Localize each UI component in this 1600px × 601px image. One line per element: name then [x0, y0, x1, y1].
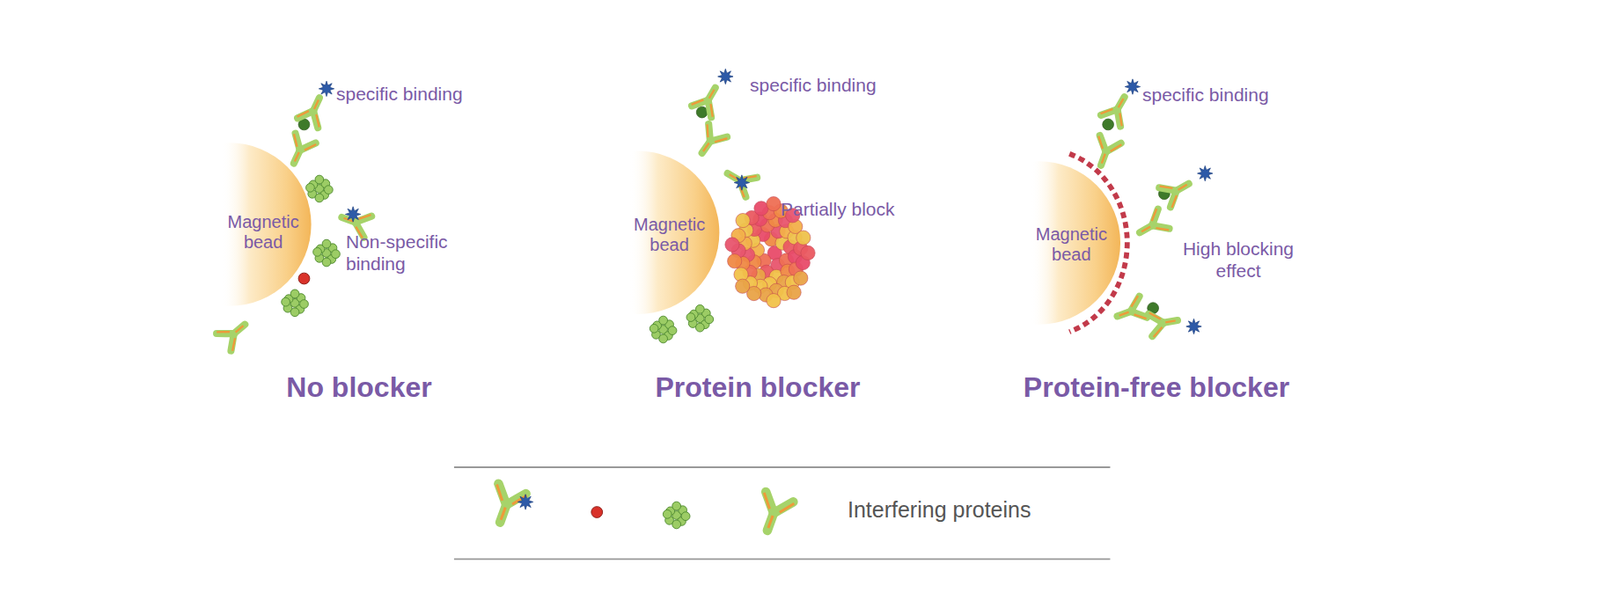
- bead-label: Magnetic bead: [1028, 224, 1114, 265]
- label-star: [1124, 79, 1140, 95]
- panel-title: Protein blocker: [655, 371, 861, 404]
- magnetic-bead: Magnetic bead: [1025, 222, 1117, 267]
- interfering-protein: [686, 304, 714, 332]
- label-star: [318, 80, 334, 96]
- interfering-protein: [281, 289, 309, 317]
- magnetic-bead-shape: [957, 161, 1122, 325]
- antibody: [721, 162, 758, 199]
- label-star: [517, 494, 533, 510]
- antibody: [1159, 173, 1196, 209]
- magnetic-bead: Magnetic bead: [623, 212, 716, 257]
- antigen: [1102, 118, 1115, 131]
- legend-rule: [454, 466, 1110, 469]
- antibody: [691, 123, 728, 161]
- antibody: [690, 81, 727, 118]
- antigen: [696, 106, 708, 118]
- non-specific-label: Non-specific binding: [345, 230, 461, 275]
- antibody: [1089, 135, 1123, 170]
- interfering-protein: [591, 506, 603, 519]
- legend-text: Interfering proteins: [847, 497, 1031, 523]
- antibody: [215, 315, 253, 352]
- legend-rule: [454, 557, 1110, 560]
- magnetic-bead-shape: [556, 151, 720, 316]
- antibody: [1133, 208, 1170, 244]
- interfering-protein: [298, 272, 310, 285]
- antibody: [1100, 90, 1136, 127]
- interfering-protein: [649, 315, 677, 344]
- label-star: [733, 175, 749, 191]
- magnetic-bead: Magnetic bead: [217, 210, 309, 255]
- interfering-protein: [306, 175, 334, 203]
- panel-title: No blocker: [286, 371, 432, 404]
- antibody: [752, 491, 795, 536]
- label-star: [344, 206, 360, 222]
- specific-binding-label: specific binding: [1142, 83, 1270, 106]
- bead-label: Magnetic bead: [220, 212, 306, 253]
- antibody: [1113, 295, 1148, 329]
- label-star: [1197, 165, 1213, 181]
- interfering-protein: [313, 239, 341, 267]
- antibody: [282, 132, 316, 169]
- label-star: [718, 68, 734, 84]
- magnetic-bead-shape: [147, 142, 312, 307]
- label-star: [1186, 318, 1202, 334]
- specific-binding-label: specific binding: [336, 82, 463, 105]
- partial-block-label: Partially block: [780, 198, 896, 221]
- panel-title: Protein-free blocker: [1023, 371, 1290, 404]
- antibody: [1148, 308, 1181, 338]
- high-blocking-label: High blocking effect: [1163, 237, 1314, 282]
- interfering-protein: [662, 501, 690, 529]
- antibody: [296, 92, 331, 128]
- specific-binding-label: specific binding: [749, 73, 877, 96]
- bead-label: Magnetic bead: [627, 214, 712, 256]
